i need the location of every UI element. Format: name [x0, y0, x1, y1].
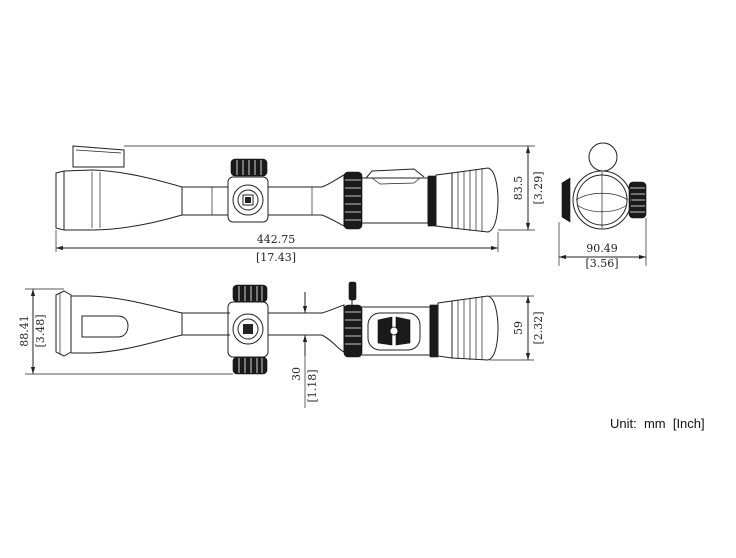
tube-diameter-inch: [1.18] — [306, 369, 319, 402]
side-focus-ring — [343, 171, 363, 230]
tube-diameter-dimension: 30 [1.18] — [290, 292, 319, 408]
front-view-scope — [561, 142, 647, 230]
eyepiece-diameter-dimension: 59 [2.32] — [490, 295, 545, 361]
eyepiece-diameter-inch: [2.32] — [532, 311, 545, 344]
side-view-scope — [55, 145, 499, 233]
top-height-mm: 88.41 — [18, 315, 31, 347]
total-length-dimension: 442.75 [17.43] — [55, 230, 499, 264]
tube-diameter-mm: 30 — [290, 367, 303, 381]
side-height-inch: [3.29] — [532, 171, 545, 204]
top-focus-ring — [343, 304, 363, 358]
control-button-pad — [367, 312, 421, 351]
side-height-mm: 83.5 — [512, 176, 525, 201]
side-eyepiece — [435, 167, 499, 233]
front-width-dimension: 90.49 [3.56] — [558, 218, 647, 270]
side-height-dimension: 83.5 [3.29] — [124, 145, 545, 231]
total-length-mm: 442.75 — [257, 233, 296, 246]
unit-label: Unit: mm [Inch] — [610, 416, 705, 431]
top-height-inch: [3.48] — [34, 314, 47, 347]
front-width-mm: 90.49 — [586, 242, 618, 255]
eyepiece-diameter-mm: 59 — [512, 321, 525, 335]
top-elevation-knob — [232, 284, 268, 375]
front-width-inch: [3.56] — [585, 257, 618, 270]
top-view-scope — [55, 281, 499, 375]
total-length-inch: [17.43] — [256, 251, 296, 264]
side-elevation-knob — [230, 158, 268, 177]
top-height-dimension: 88.41 [3.48] — [18, 288, 233, 375]
top-eyepiece — [437, 295, 499, 361]
